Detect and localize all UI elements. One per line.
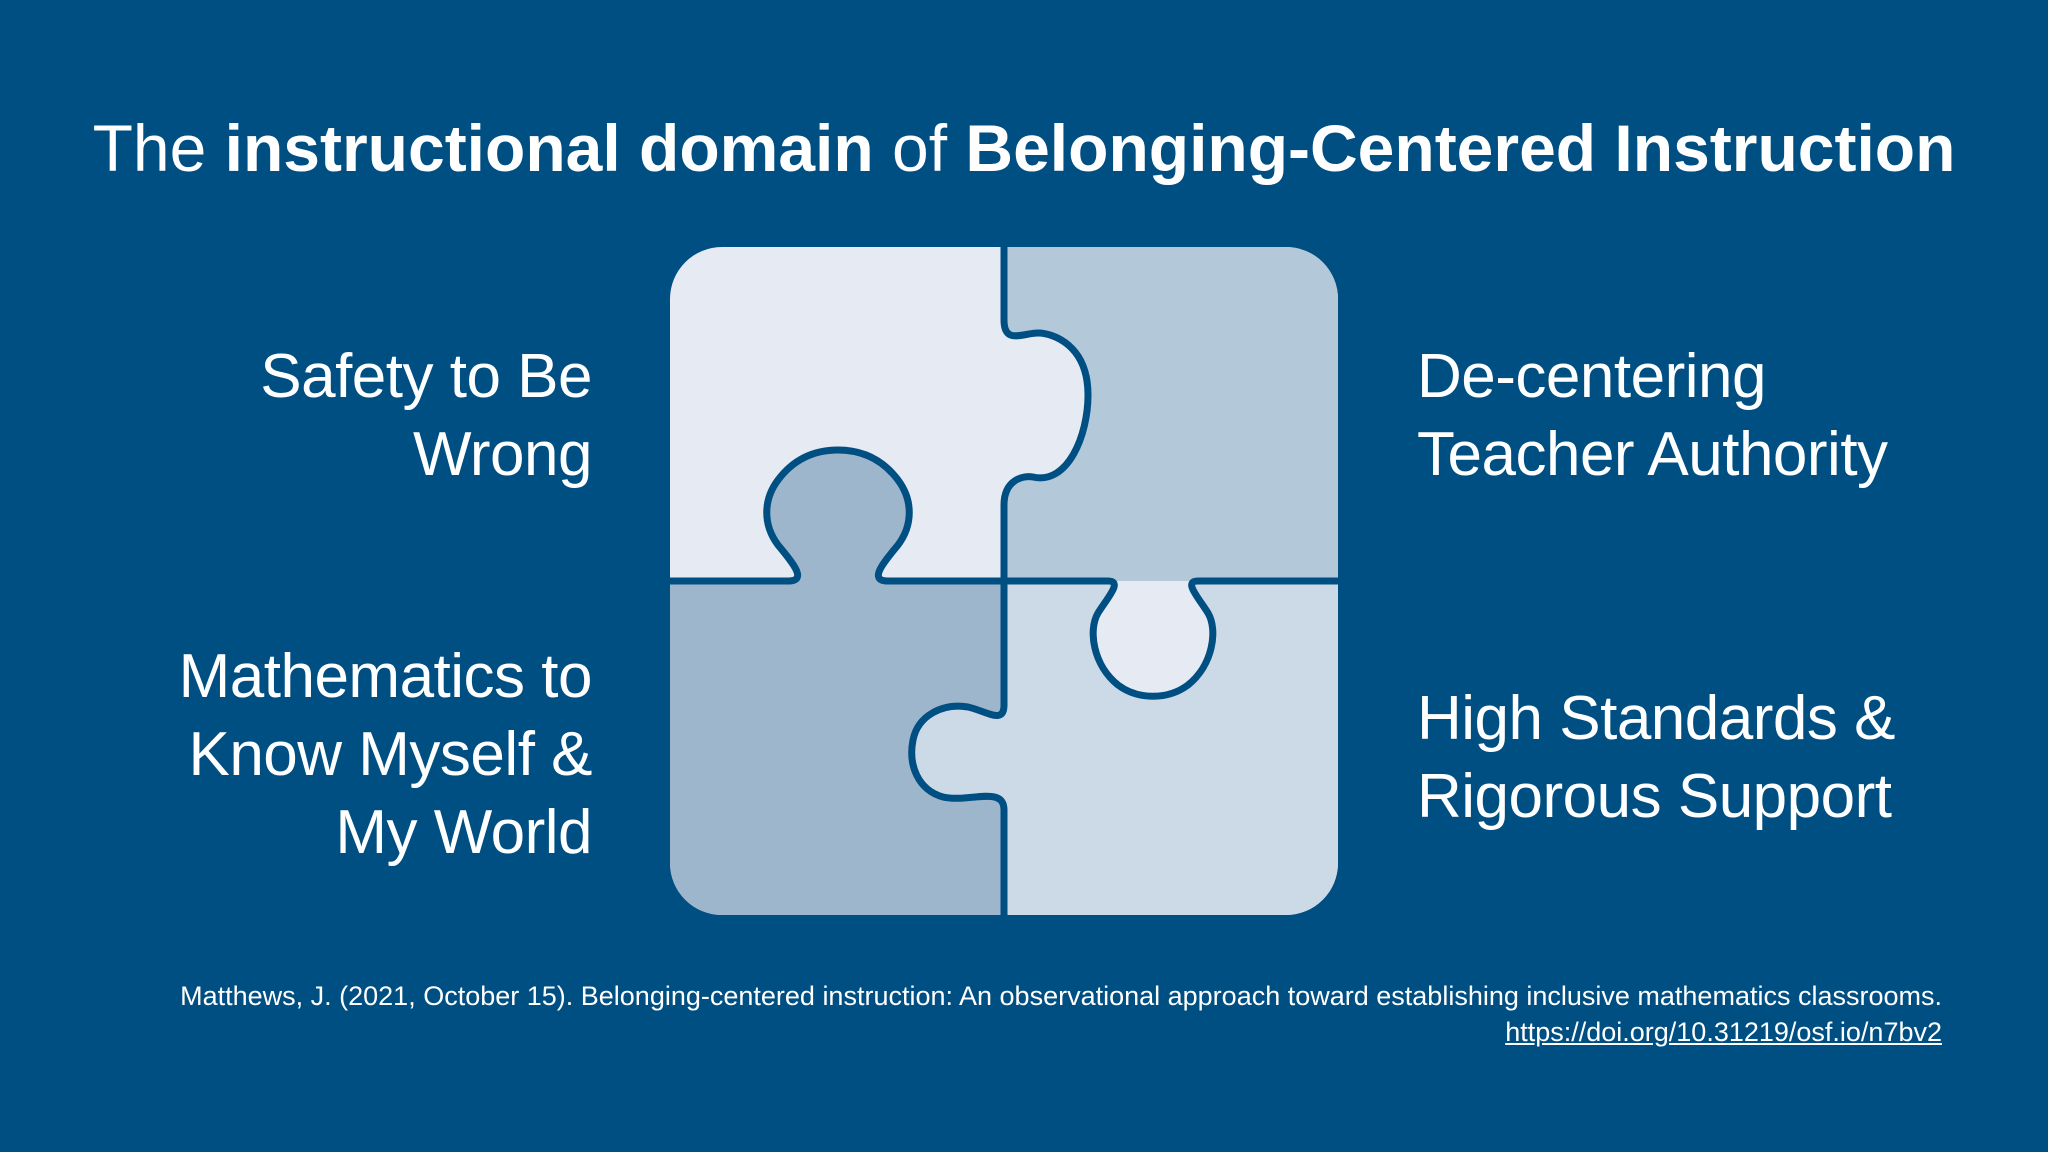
label-line: Wrong bbox=[413, 420, 592, 489]
citation-text: Matthews, J. (2021, October 15). Belongi… bbox=[180, 981, 1942, 1011]
label-line: High Standards & bbox=[1417, 684, 1895, 753]
label-line: Know Myself & bbox=[188, 720, 592, 789]
label-line: My World bbox=[335, 798, 592, 867]
label-line: Mathematics to bbox=[178, 642, 593, 711]
title-part-4: Belonging-Centered Instruction bbox=[965, 111, 1956, 185]
piece-seam-bottom-left-right bbox=[908, 581, 1008, 915]
slide-title: The instructional domain of Belonging-Ce… bbox=[0, 108, 2048, 188]
piece-bottom-right bbox=[911, 581, 1338, 915]
label-line: Teacher Authority bbox=[1417, 420, 1888, 489]
title-part-2: instructional domain bbox=[224, 111, 874, 185]
title-part-1: The bbox=[92, 111, 225, 185]
label-high-standards-rigorous-support: High Standards & Rigorous Support bbox=[1417, 680, 1895, 836]
label-line: Safety to Be bbox=[260, 342, 592, 411]
title-part-3: of bbox=[873, 111, 966, 185]
puzzle-graphic bbox=[670, 247, 1338, 915]
citation-link[interactable]: https://doi.org/10.31219/osf.io/n7bv2 bbox=[1505, 1017, 1942, 1047]
piece-seam-top-right bbox=[1000, 247, 1092, 581]
piece-top-right bbox=[1004, 247, 1338, 581]
piece-bottom-left bbox=[670, 450, 1004, 915]
label-line: Rigorous Support bbox=[1417, 762, 1892, 831]
piece-seam-bottom-right-top bbox=[1004, 577, 1338, 700]
label-mathematics-to-know-myself: Mathematics to Know Myself & My World bbox=[178, 638, 593, 872]
piece-seam-top-left-bottom bbox=[670, 446, 1004, 585]
citation: Matthews, J. (2021, October 15). Belongi… bbox=[42, 978, 1942, 1050]
label-decentering-teacher-authority: De-centering Teacher Authority bbox=[1417, 338, 1888, 494]
label-safety-to-be-wrong: Safety to Be Wrong bbox=[260, 338, 592, 494]
label-line: De-centering bbox=[1417, 342, 1766, 411]
